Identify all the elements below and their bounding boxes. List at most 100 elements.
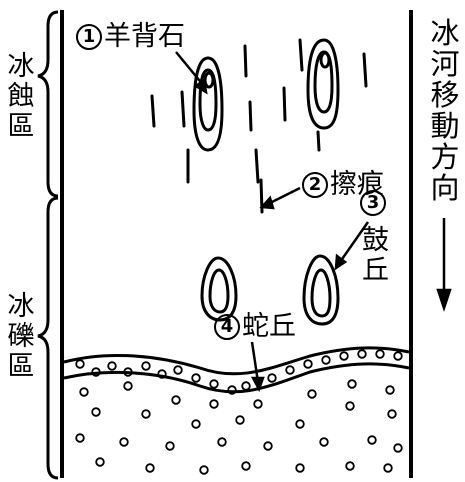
feature-number-badge: 2 bbox=[302, 172, 328, 198]
feature-label-drumlin: 鼓 丘 bbox=[362, 226, 389, 286]
pebble bbox=[375, 349, 385, 359]
pebble bbox=[95, 457, 105, 467]
erosion-zone-char: 冰 bbox=[7, 51, 35, 82]
pebble bbox=[123, 381, 133, 391]
striation bbox=[254, 148, 260, 184]
erosion-zone-char: 區 bbox=[7, 111, 35, 142]
pebble bbox=[285, 365, 295, 375]
striations bbox=[150, 38, 368, 214]
pebble bbox=[383, 463, 393, 473]
pebble bbox=[345, 461, 355, 471]
flow-label-char: 冰 bbox=[430, 16, 460, 50]
feature-name: 蛇丘 bbox=[242, 311, 296, 342]
esker-bottom-line bbox=[63, 362, 410, 394]
feature-number-badge: 1 bbox=[76, 24, 102, 50]
pebble bbox=[227, 385, 237, 395]
deposition-zone-brace bbox=[37, 196, 59, 480]
pebble bbox=[141, 361, 151, 371]
pebble bbox=[91, 407, 101, 417]
pebble bbox=[345, 401, 355, 411]
flow-direction-arrowhead bbox=[436, 288, 452, 312]
erosion-zone-label: 冰 蝕 區 bbox=[4, 52, 38, 142]
pebble bbox=[387, 409, 397, 419]
arrowhead-2 bbox=[259, 195, 275, 210]
feature-label-drumlin-number: 3 bbox=[360, 190, 388, 216]
arrowhead-3 bbox=[334, 253, 348, 271]
feature-number-badge: 4 bbox=[214, 314, 240, 340]
esker-top-line bbox=[63, 346, 410, 376]
pebble bbox=[209, 399, 219, 409]
flow-label-char: 河 bbox=[430, 47, 460, 81]
pebble bbox=[107, 361, 117, 371]
striation bbox=[316, 130, 321, 152]
feature-label-esker: 4 蛇丘 bbox=[214, 312, 296, 342]
pebble bbox=[347, 379, 357, 389]
pebble bbox=[295, 463, 305, 473]
leader-line-4 bbox=[250, 341, 260, 383]
striation bbox=[298, 38, 304, 72]
pebble bbox=[303, 359, 313, 369]
feature-number-badge: 3 bbox=[360, 190, 386, 216]
feature-name-second-char: 丘 bbox=[362, 255, 389, 286]
roche-moutonnee-left bbox=[192, 56, 224, 152]
pebble bbox=[241, 461, 251, 471]
arrowhead-1 bbox=[193, 77, 208, 95]
pebble bbox=[191, 373, 201, 383]
pebble bbox=[173, 365, 183, 375]
pebble bbox=[319, 437, 329, 447]
pebble bbox=[253, 399, 263, 409]
pebble bbox=[123, 367, 133, 377]
pebble bbox=[145, 463, 155, 473]
pebbles bbox=[75, 349, 403, 475]
glacier-flow-direction-label: 冰 河 移 動 方 向 bbox=[426, 18, 464, 204]
arrowhead-4 bbox=[250, 376, 265, 393]
striation bbox=[243, 44, 248, 78]
striation bbox=[362, 52, 368, 88]
roche-moutonnee-right bbox=[306, 38, 340, 130]
striation bbox=[248, 100, 253, 132]
pebble bbox=[339, 351, 349, 361]
striation bbox=[282, 86, 287, 122]
pebble bbox=[157, 369, 167, 379]
flow-label-char: 動 bbox=[430, 109, 460, 143]
pebble bbox=[357, 349, 367, 359]
striation bbox=[180, 90, 186, 128]
pebble bbox=[165, 441, 175, 451]
deposition-zone-label: 冰 礫 區 bbox=[4, 292, 38, 382]
pebble bbox=[75, 359, 85, 369]
feature-name: 鼓 bbox=[362, 225, 389, 256]
leader-arrows bbox=[175, 51, 452, 393]
flow-label-char: 移 bbox=[430, 78, 460, 112]
leader-line-2 bbox=[267, 186, 301, 206]
pebble bbox=[141, 409, 151, 419]
pebble bbox=[79, 387, 89, 397]
pebble bbox=[321, 355, 331, 365]
drumlin-right bbox=[302, 254, 340, 326]
erosion-zone-brace bbox=[37, 10, 59, 198]
feature-label-roche-moutonnee: 1 羊背石 bbox=[76, 22, 185, 52]
erosion-zone-char: 蝕 bbox=[7, 81, 35, 112]
pebble bbox=[393, 351, 403, 361]
pebble bbox=[119, 437, 129, 447]
pebble bbox=[385, 385, 395, 395]
leader-line-1 bbox=[175, 51, 205, 87]
pebble bbox=[235, 415, 245, 425]
deposition-zone-char: 冰 bbox=[7, 291, 35, 322]
pebble bbox=[295, 419, 305, 429]
pebble bbox=[191, 419, 201, 429]
drumlin-left bbox=[200, 256, 238, 322]
flow-label-char: 向 bbox=[430, 171, 460, 205]
pebble bbox=[263, 441, 273, 451]
pebble bbox=[307, 389, 317, 399]
pebble bbox=[209, 379, 219, 389]
feature-name: 羊背石 bbox=[104, 21, 185, 52]
pebble bbox=[171, 395, 181, 405]
leader-line-3 bbox=[338, 221, 370, 263]
feature-label-striations: 2 擦痕 bbox=[302, 170, 384, 200]
deposition-zone-char: 礫 bbox=[7, 321, 35, 352]
striation bbox=[150, 94, 156, 128]
pebble bbox=[367, 435, 377, 445]
deposition-zone-char: 區 bbox=[7, 351, 35, 382]
